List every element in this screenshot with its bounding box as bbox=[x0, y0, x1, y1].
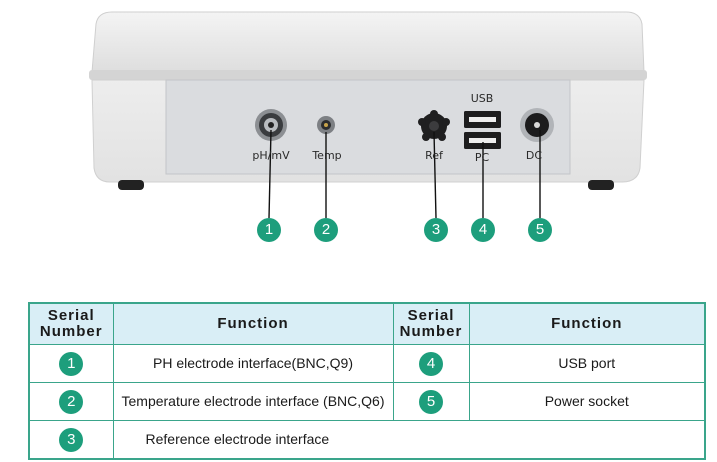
serial-cell: 3 bbox=[28, 420, 114, 460]
device-lid bbox=[91, 11, 645, 73]
usb-ports bbox=[464, 111, 501, 149]
temp-port bbox=[317, 116, 335, 134]
dc-port bbox=[520, 108, 554, 142]
header-function-2: Function bbox=[468, 302, 706, 345]
device-rear-diagram: pH/mV Temp Ref USB PC DC 1 2 3 4 5 bbox=[89, 11, 647, 242]
marker-3: 3 bbox=[424, 218, 448, 242]
function-cell: Temperature electrode interface (BNC,Q6) bbox=[112, 382, 394, 421]
function-cell: Reference electrode interface bbox=[112, 420, 706, 460]
serial-badge: 5 bbox=[419, 389, 443, 414]
function-cell: PH electrode interface(BNC,Q9) bbox=[112, 344, 394, 383]
ref-port bbox=[418, 110, 450, 141]
port-function-table: Serial Number Function Serial Number Fun… bbox=[28, 302, 706, 460]
header-serial-number-2: Serial Number bbox=[392, 302, 470, 345]
port-label-ph: pH/mV bbox=[252, 149, 290, 162]
serial-cell: 5 bbox=[392, 382, 470, 421]
table-row: 3 Reference electrode interface bbox=[28, 420, 706, 460]
port-label-temp: Temp bbox=[312, 149, 342, 162]
table-row: 2 Temperature electrode interface (BNC,Q… bbox=[28, 382, 706, 421]
port-panel bbox=[165, 79, 571, 175]
foot-left bbox=[118, 180, 144, 190]
header-function: Function bbox=[112, 302, 394, 345]
serial-badge: 4 bbox=[419, 351, 443, 376]
serial-cell: 1 bbox=[28, 344, 114, 383]
foot-right bbox=[588, 180, 614, 190]
function-cell: USB port bbox=[468, 344, 706, 383]
serial-badge: 2 bbox=[59, 389, 84, 414]
marker-2: 2 bbox=[314, 218, 338, 242]
header-serial-number: Serial Number bbox=[28, 302, 114, 345]
serial-cell: 4 bbox=[392, 344, 470, 383]
port-label-dc: DC bbox=[525, 149, 543, 162]
serial-badge: 1 bbox=[59, 351, 84, 376]
serial-cell: 2 bbox=[28, 382, 114, 421]
marker-4: 4 bbox=[471, 218, 495, 242]
port-label-usb: USB bbox=[470, 92, 494, 105]
port-label-pc: PC bbox=[474, 151, 490, 164]
marker-5: 5 bbox=[528, 218, 552, 242]
serial-badge: 3 bbox=[59, 427, 84, 452]
table-header-row: Serial Number Function Serial Number Fun… bbox=[28, 302, 706, 345]
table-row: 1 PH electrode interface(BNC,Q9) 4 USB p… bbox=[28, 344, 706, 383]
device-illustration bbox=[89, 11, 647, 219]
leader-lines bbox=[268, 129, 541, 219]
function-cell: Power socket bbox=[468, 382, 706, 421]
port-label-ref: Ref bbox=[425, 149, 443, 162]
lid-seam bbox=[89, 70, 647, 80]
bnc-ph-port bbox=[255, 109, 287, 141]
marker-1: 1 bbox=[257, 218, 281, 242]
